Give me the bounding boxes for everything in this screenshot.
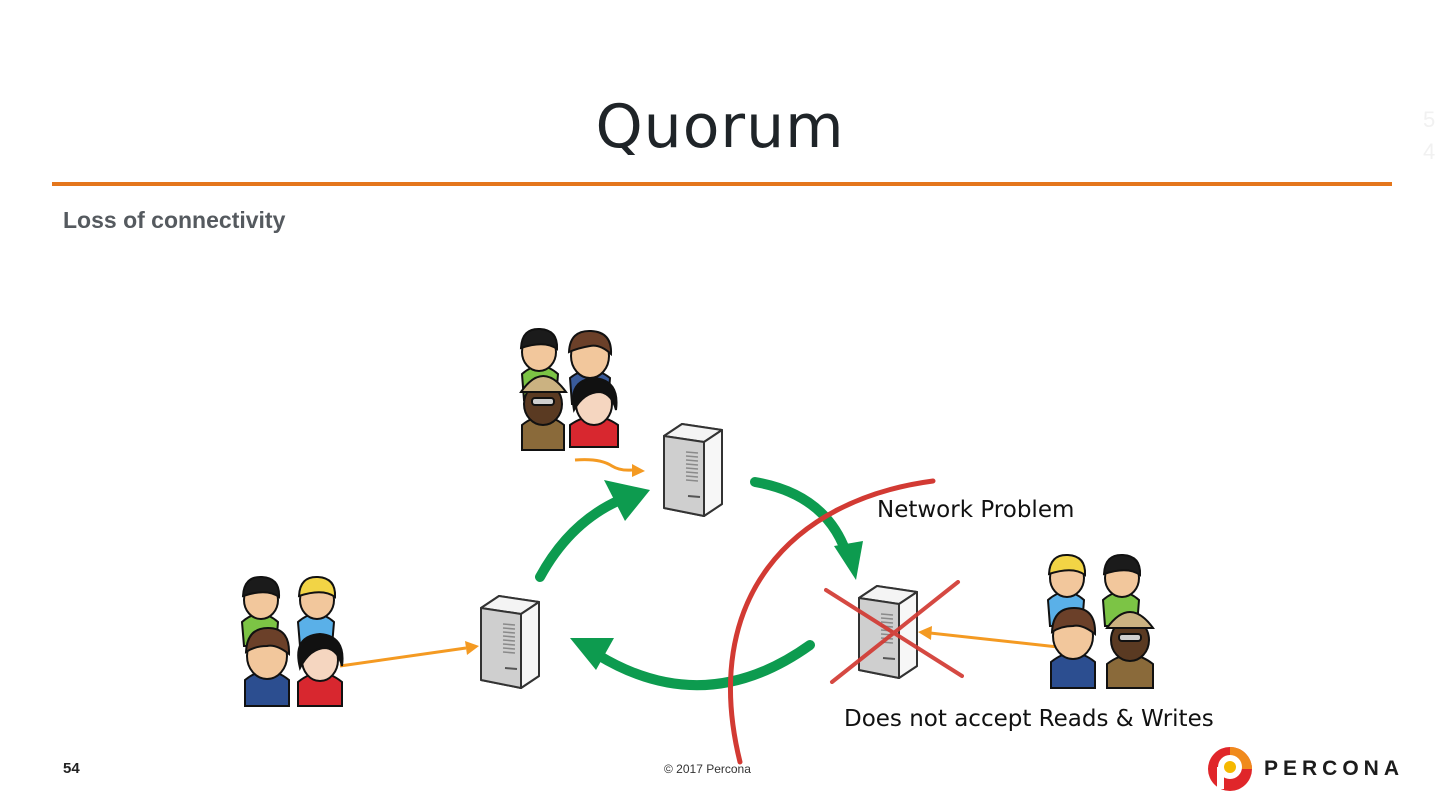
- network-problem-label: Network Problem: [877, 497, 1075, 523]
- percona-logo-icon: [1208, 747, 1252, 791]
- server-icon-top: [663, 423, 723, 517]
- page-number: 54: [63, 760, 80, 777]
- corner-mark-1: 5: [1423, 107, 1436, 132]
- cross-icon: [824, 580, 964, 684]
- user-group-icon-left: [240, 575, 344, 707]
- slide-subtitle: Loss of connectivity: [63, 207, 286, 233]
- server-icon-right: [858, 585, 918, 679]
- title-rule: [52, 182, 1392, 186]
- corner-marks: 5 4: [1423, 104, 1435, 168]
- server-icon-left: [480, 595, 540, 689]
- corner-mark-2: 4: [1423, 139, 1436, 164]
- node-status-label: Does not accept Reads & Writes: [844, 706, 1214, 732]
- logo-text: PERCONA: [1264, 757, 1405, 780]
- user-group-icon-top: [519, 327, 619, 451]
- slide-title: Quorum: [595, 92, 845, 162]
- copyright-text: © 2017 Percona: [664, 762, 751, 776]
- percona-logo: PERCONA: [1206, 745, 1399, 793]
- user-group-icon-right: [1046, 553, 1155, 689]
